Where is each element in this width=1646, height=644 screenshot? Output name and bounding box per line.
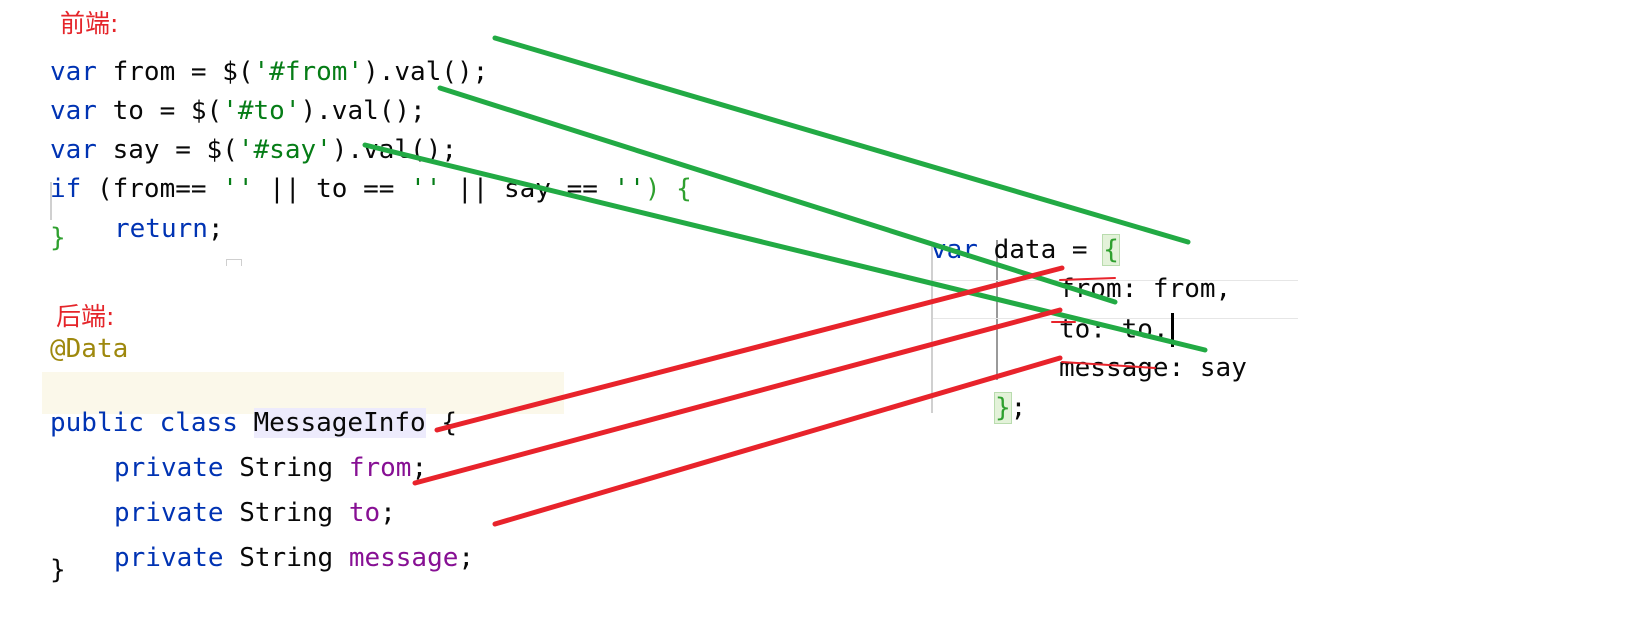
field-name: message xyxy=(348,543,459,573)
fold-marker xyxy=(226,259,242,266)
string-literal: '#to' xyxy=(222,96,301,126)
code-text: || to == xyxy=(253,174,411,204)
type-name: String xyxy=(239,543,334,573)
string-literal: '' xyxy=(410,174,442,204)
semicolon: ; xyxy=(380,498,396,528)
field-from: private String from; xyxy=(114,423,427,483)
data-declaration: var data = { xyxy=(931,205,1120,266)
line-separator xyxy=(933,318,1298,319)
prop-value: from, xyxy=(1137,274,1232,304)
string-literal: '' xyxy=(222,174,254,204)
class-closing-brace: } xyxy=(50,555,66,585)
keyword: var xyxy=(50,135,97,165)
indent-guide xyxy=(50,182,52,220)
closing-brace: } xyxy=(50,223,66,253)
open-brace: { xyxy=(1102,234,1120,266)
semicolon: ; xyxy=(1010,393,1027,423)
code-text: (from== xyxy=(81,174,223,204)
underline-message xyxy=(1061,361,1156,369)
string-literal: '' xyxy=(613,174,645,204)
field-name: to xyxy=(348,498,381,528)
class-name: MessageInfo xyxy=(253,408,426,438)
code-line-if: if (from== '' || to == '' || say == '') … xyxy=(50,144,692,204)
code-text: to = $( xyxy=(96,96,223,126)
line-separator xyxy=(933,280,1298,281)
backend-label: 后端: xyxy=(56,302,115,331)
close-brace: } xyxy=(994,392,1012,424)
keyword: class xyxy=(159,408,238,438)
keyword: var xyxy=(50,96,97,126)
text-caret xyxy=(1170,313,1174,347)
type-name: String xyxy=(239,498,334,528)
code-text: ) { xyxy=(644,174,692,204)
frontend-label: 前端: xyxy=(60,9,119,38)
green-connectors xyxy=(362,35,1208,353)
string-literal: '#from' xyxy=(253,57,364,87)
prop-message: message: say xyxy=(1059,323,1247,383)
semicolon: ; xyxy=(411,453,428,483)
string-literal: '#say' xyxy=(237,135,332,165)
code-line-from: var from = $('#from').val(); xyxy=(50,27,488,87)
connector-field-to-red xyxy=(412,307,1063,486)
semicolon: ; xyxy=(458,543,475,573)
keyword: var xyxy=(50,57,97,87)
prop-key: message: xyxy=(1059,353,1185,383)
keyword: private xyxy=(114,453,224,483)
code-text: data = xyxy=(977,235,1104,265)
connector-say-green xyxy=(362,142,1208,353)
underline-from xyxy=(1059,277,1116,281)
code-text: ).val(); xyxy=(363,57,489,87)
connector-from-green xyxy=(492,35,1191,245)
code-text: ; xyxy=(207,214,224,244)
data-closing: }; xyxy=(994,363,1027,424)
field-to: private String to; xyxy=(114,468,396,528)
field-name: from xyxy=(348,453,412,483)
connector-field-message-red xyxy=(492,355,1063,527)
keyword: return xyxy=(114,214,208,244)
code-text: say = $( xyxy=(96,135,238,165)
gutter-line xyxy=(931,245,933,413)
code-line-to: var to = $('#to').val(); xyxy=(50,66,426,126)
keyword: if xyxy=(50,174,82,204)
keyword: public xyxy=(50,408,144,438)
type-name: String xyxy=(239,453,334,483)
connector-field-from-red xyxy=(434,265,1065,433)
class-declaration: public class MessageInfo { xyxy=(50,378,457,438)
code-line-return: return; xyxy=(114,184,224,244)
data-annotation: @Data xyxy=(50,334,129,364)
code-text: ).val(); xyxy=(300,96,426,126)
field-message: private String message; xyxy=(114,513,474,573)
keyword: private xyxy=(114,543,224,573)
red-connectors xyxy=(412,265,1156,527)
connector-to-green xyxy=(437,85,1118,305)
code-line-say: var say = $('#say').val(); xyxy=(50,105,457,165)
prop-value: say xyxy=(1184,353,1247,383)
code-text: { xyxy=(425,408,458,438)
current-line-highlight xyxy=(42,372,564,414)
indent-guide xyxy=(996,240,998,380)
code-text: from = $( xyxy=(96,57,254,87)
keyword: private xyxy=(114,498,224,528)
